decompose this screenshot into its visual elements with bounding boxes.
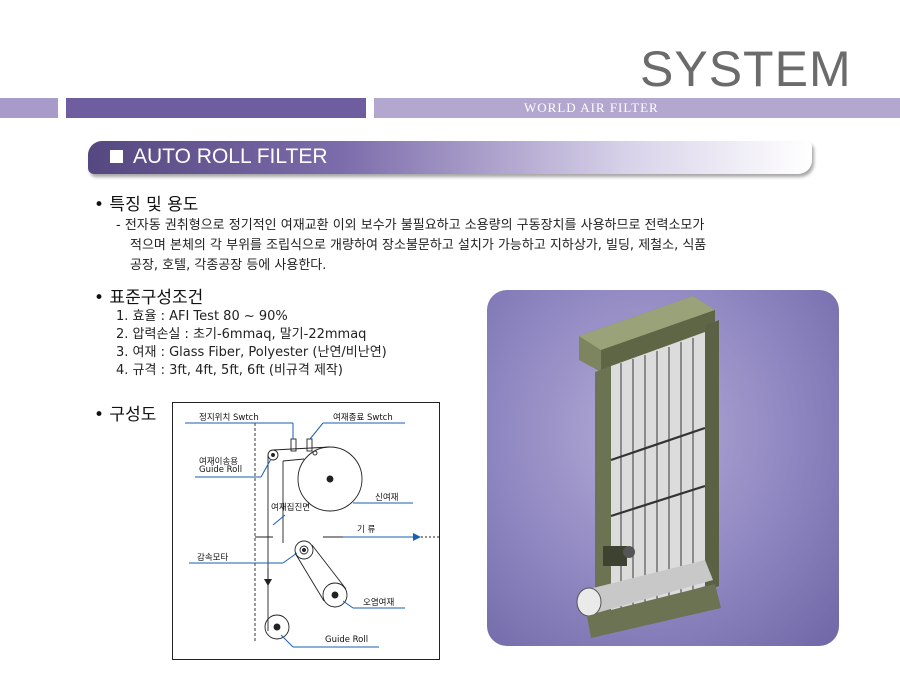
standard-heading: • 표준구성조건 xyxy=(94,288,204,308)
label-end-switch: 여재종료 Swtch xyxy=(333,413,393,423)
end-switch-shape xyxy=(306,438,313,452)
label-dirty-media: 오염여재 xyxy=(363,598,395,608)
standard-item-1: 1. 효율 : AFI Test 80 ~ 90% xyxy=(116,309,288,324)
label-new-media: 신여재 xyxy=(375,493,399,503)
standard-item-2: 2. 압력손실 : 초기-6mmaq, 말기-22mmaq xyxy=(116,327,367,342)
section-header-bar xyxy=(88,141,812,174)
page-title: SYSTEM xyxy=(640,41,852,97)
label-guide-roll-kr: 여재이송용 xyxy=(199,457,239,467)
schematic-diagram: 정지위치 Swtch 여재종료 Swtch 여재이송용 Guide Roll 신… xyxy=(172,402,440,660)
header-band-middle xyxy=(66,98,366,118)
label-guide-roll-bottom: Guide Roll xyxy=(325,635,369,645)
bottom-guide-roll xyxy=(264,614,290,640)
motor-pulley xyxy=(294,540,314,560)
product-photo xyxy=(487,290,839,646)
label-motor: 감속모타 xyxy=(197,553,229,563)
section-title: AUTO ROLL FILTER xyxy=(133,145,328,168)
square-bullet-icon xyxy=(110,150,123,163)
drive-pulley xyxy=(322,582,348,608)
brand-tagline: WORLD AIR FILTER xyxy=(524,100,659,115)
label-stop-switch: 정지위치 Swtch xyxy=(199,413,259,423)
features-line-1: - 전자동 권취형으로 정기적인 여재교환 이외 보수가 불필요하고 소용량의 … xyxy=(116,218,705,233)
diagram-heading: • 구성도 xyxy=(94,405,157,425)
header-band-left xyxy=(0,98,58,118)
standard-item-3: 3. 여재 : Glass Fiber, Polyester (난연/비난연) xyxy=(116,345,387,360)
label-media-surface: 여재집진면 xyxy=(271,503,311,513)
label-airflow: 기 류 xyxy=(357,525,376,535)
auto-roll-filter-illustration xyxy=(576,296,721,638)
header-band-right xyxy=(374,98,900,118)
features-line-3: 공장, 호텔, 각종공장 등에 사용한다. xyxy=(130,258,327,273)
standard-item-4: 4. 규격 : 3ft, 4ft, 5ft, 6ft (비규격 제작) xyxy=(116,363,343,378)
features-heading: • 특징 및 용도 xyxy=(94,195,199,215)
label-guide-roll-en: Guide Roll xyxy=(199,465,243,475)
schematic-drawing xyxy=(185,422,439,648)
features-line-2: 적으며 본체의 각 부위를 조립식으로 개량하여 장소불문하고 설치가 가능하고… xyxy=(130,238,707,253)
